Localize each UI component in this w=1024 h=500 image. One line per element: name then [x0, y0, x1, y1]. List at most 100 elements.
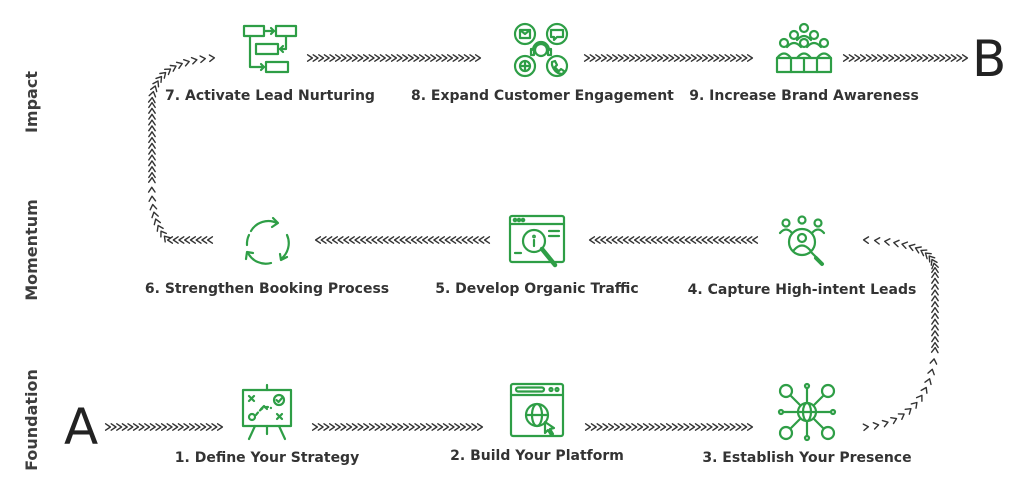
arrow-chevron: [617, 54, 624, 62]
arrow-chevron: [956, 54, 963, 62]
step-6-label: 6. Strengthen Booking Process: [144, 281, 390, 297]
arrow-chevron: [442, 423, 449, 431]
arrow-chevron: [402, 54, 409, 62]
arrow-chevron: [331, 236, 338, 244]
arrow-chevron: [183, 236, 191, 244]
arrow-chevron: [175, 61, 183, 70]
step-3: 3. Establish Your Presence: [677, 382, 937, 466]
arrow-chevron: [723, 236, 730, 244]
arrow-chevron: [685, 54, 692, 62]
arrow-chevron: [163, 235, 171, 243]
arrow-chevron: [859, 54, 867, 62]
arrow-chevron: [183, 423, 190, 431]
arrow-chevron: [718, 54, 725, 62]
arrow-chevron: [465, 423, 472, 431]
arrow-chevron: [385, 423, 393, 431]
strategy-board-icon: [241, 383, 293, 441]
step-9-label: 9. Increase Brand Awareness: [689, 88, 919, 104]
arrow-chevron: [600, 236, 607, 244]
arrow-chevron: [695, 236, 702, 244]
arrow-chevron: [888, 54, 895, 62]
web-search-icon: [508, 214, 566, 268]
arrow-chevron: [206, 236, 214, 244]
workflow-boxes-icon: [242, 24, 298, 74]
arrow-chevron: [416, 236, 423, 244]
arrow-chevron: [148, 125, 156, 132]
arrow-chevron: [931, 301, 939, 308]
arrow-chevron: [933, 54, 940, 62]
arrow-chevron: [696, 54, 703, 62]
arrow-chevron: [390, 54, 398, 62]
arrow-chevron: [645, 236, 652, 244]
arrow-chevron: [467, 236, 474, 244]
arrow-chevron: [854, 54, 861, 62]
arrow-chevron: [961, 54, 969, 62]
audience-icon: [775, 22, 833, 74]
arrow-chevron: [334, 423, 341, 431]
arrow-chevron: [608, 423, 615, 431]
arrow-chevron: [730, 54, 737, 62]
arrow-chevron: [448, 423, 455, 431]
arrow-chevron: [149, 423, 156, 431]
arrow-chevron: [701, 236, 708, 244]
arrow-chevron: [450, 236, 457, 244]
step-4: 4. Capture High-intent Leads: [672, 214, 932, 298]
arrow-chevron: [931, 277, 939, 284]
arrow-chevron: [469, 54, 476, 62]
arrow-chevron: [155, 423, 162, 431]
arrow-chevron: [881, 419, 889, 428]
arrow-chevron: [924, 252, 932, 260]
arrow-chevron: [323, 54, 330, 62]
arrow-chevron: [148, 107, 156, 114]
arrow-chevron: [613, 423, 620, 431]
arrow-chevron: [606, 54, 613, 62]
arrow-chevron: [654, 423, 661, 431]
arrow-chevron: [950, 54, 957, 62]
arrow-chevron: [596, 423, 603, 431]
arrow-chevron: [147, 186, 156, 193]
arrow-chevron: [634, 54, 641, 62]
arrow-chevron: [148, 113, 156, 120]
arrow-chevron: [713, 54, 720, 62]
arrow-chevron: [712, 423, 719, 431]
arrow-chevron: [930, 258, 938, 266]
arrow-chevron: [740, 236, 747, 244]
arrow-chevron: [177, 423, 184, 431]
browser-globe-icon: [509, 382, 565, 438]
arrow-chevron: [741, 54, 748, 62]
arrow-chevron: [418, 54, 426, 62]
arrow-chevron: [374, 54, 381, 62]
arrow-chevron: [931, 266, 939, 274]
arrow-chevron: [905, 54, 912, 62]
arrow-chevron: [651, 54, 658, 62]
arrow-chevron: [329, 423, 336, 431]
arrow-chevron: [148, 142, 156, 149]
arrow-chevron: [363, 423, 370, 431]
arrow-chevron: [153, 218, 162, 226]
arrow-chevron: [611, 236, 618, 244]
arrow-chevron: [188, 423, 196, 431]
arrow-chevron: [931, 324, 939, 331]
arrow-chevron: [671, 423, 678, 431]
arrow-chevron: [144, 423, 151, 431]
arrow-chevron: [138, 423, 145, 431]
arrow-chevron: [357, 54, 364, 62]
arrow-chevron: [200, 423, 207, 431]
arrow-chevron: [343, 236, 350, 244]
arrow-chevron: [927, 368, 935, 376]
arrow-chevron: [190, 56, 198, 65]
arrow-chevron: [354, 236, 361, 244]
arrow-chevron: [410, 236, 417, 244]
arrow-chevron: [148, 154, 156, 161]
arrow-chevron: [147, 176, 156, 184]
step-3-label: 3. Establish Your Presence: [702, 450, 912, 466]
arrow-chevron: [320, 236, 327, 244]
arrow-chevron: [402, 423, 410, 431]
step-7: 7. Activate Lead Nurturing: [140, 20, 400, 104]
arrow-chevron: [346, 54, 353, 62]
arrow-chevron: [927, 54, 935, 62]
arrow-chevron: [600, 54, 607, 62]
arrow-chevron: [306, 54, 314, 62]
arrow-chevron: [382, 236, 389, 244]
arrow-chevron: [452, 54, 459, 62]
